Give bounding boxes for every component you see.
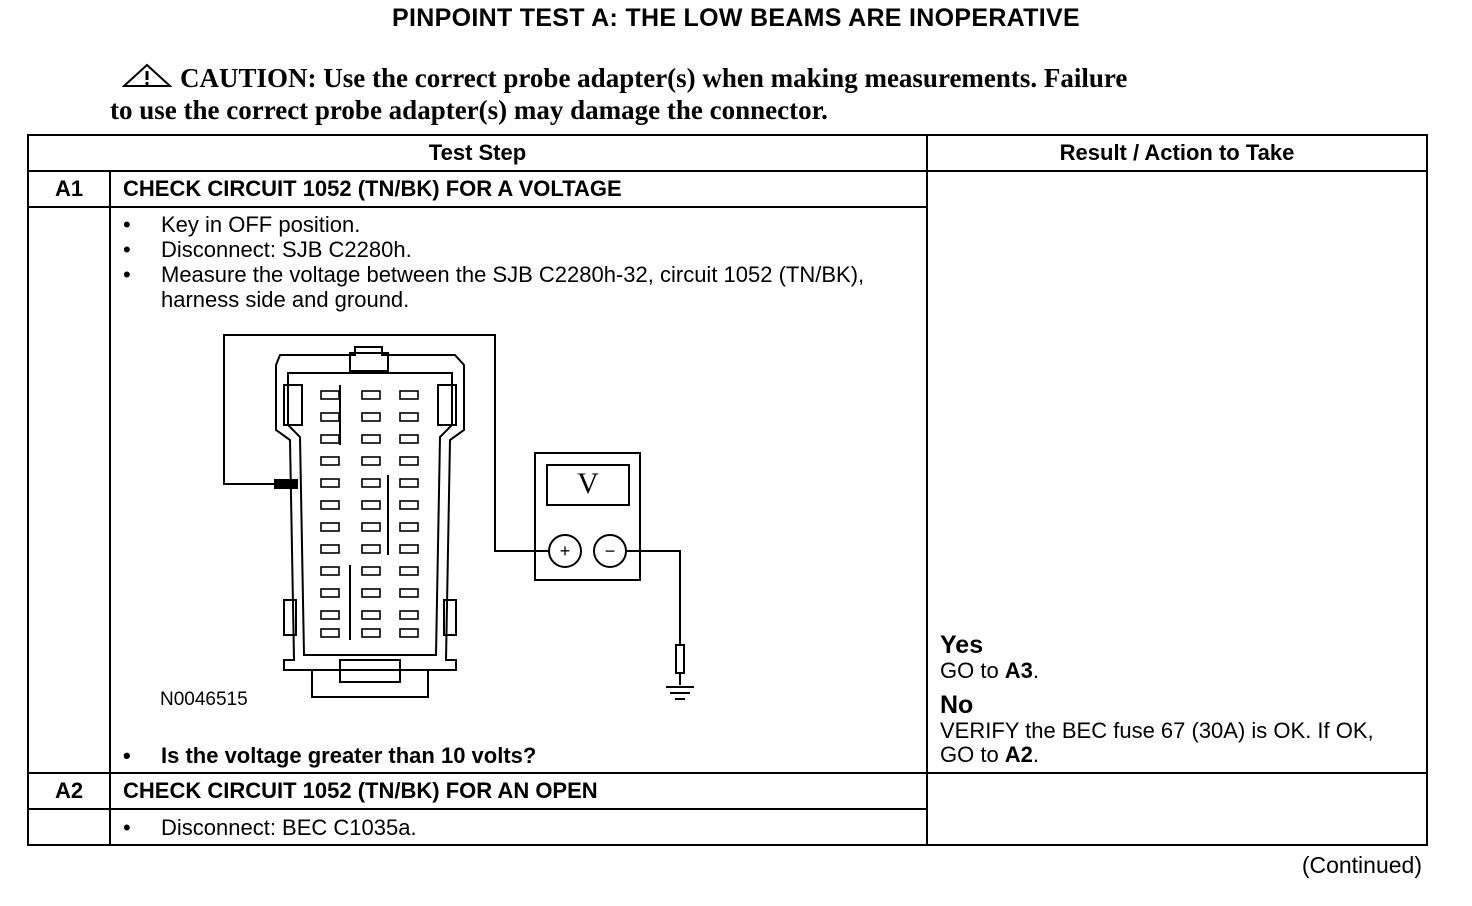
figure-id: N0046515 <box>160 689 248 710</box>
result-yes-ref[interactable]: A3 <box>1004 658 1033 683</box>
step-a1-heading: CHECK CIRCUIT 1052 (TN/BK) FOR A VOLTAGE <box>123 176 622 201</box>
column-divider <box>926 134 928 846</box>
step-a2-heading: CHECK CIRCUIT 1052 (TN/BK) FOR AN OPEN <box>123 778 598 803</box>
list-item: Disconnect: BEC C1035a. <box>115 815 885 840</box>
step-a2-id: A2 <box>54 778 84 803</box>
step-a1-question: Is the voltage greater than 10 volts? <box>115 743 885 768</box>
list-item: Disconnect: SJB C2280h. <box>115 237 885 262</box>
result-no-ref[interactable]: A2 <box>1004 742 1033 767</box>
table-border-top <box>27 134 1428 136</box>
meter-symbol: V <box>577 467 599 500</box>
caution-text-line1: Use the correct probe adapter(s) when ma… <box>323 63 1128 93</box>
warning-triangle-icon <box>121 63 173 87</box>
step-a2-instructions: Disconnect: BEC C1035a. <box>115 815 885 840</box>
table-border-left <box>27 134 29 846</box>
step-a1-instructions: Key in OFF position. Disconnect: SJB C22… <box>115 212 885 312</box>
a1-id-divider <box>109 170 111 208</box>
continued-note: (Continued) <box>1301 852 1422 878</box>
meter-plus-terminal: + <box>560 541 571 561</box>
result-no-label: No <box>940 691 974 719</box>
result-yes-action: GO to A3. <box>940 658 1040 683</box>
a1-heading-divider <box>27 206 927 208</box>
caution-text-line2: to use the correct probe adapter(s) may … <box>110 95 828 125</box>
result-yes-label: Yes <box>940 631 984 659</box>
header-divider <box>27 170 1428 172</box>
a2-id-divider <box>109 772 111 846</box>
page-title: PINPOINT TEST A: THE LOW BEAMS ARE INOPE… <box>392 4 1080 32</box>
caution-note: CAUTION: Use the correct probe adapter(s… <box>110 62 1370 126</box>
table-border-bottom <box>27 844 1428 846</box>
header-test-step: Test Step <box>428 140 527 165</box>
connector-voltage-diagram: V + − <box>223 334 694 700</box>
table-border-right <box>1426 134 1428 846</box>
caution-label: CAUTION: <box>180 63 317 93</box>
list-item: Measure the voltage between the SJB C228… <box>115 262 885 312</box>
step-a1-id: A1 <box>54 176 84 201</box>
a1-body-divider <box>109 206 111 774</box>
step-a1-results: Yes GO to A3. No VERIFY the BEC fuse 67 … <box>940 631 1410 767</box>
header-result: Result / Action to Take <box>1059 140 1295 165</box>
meter-minus-terminal: − <box>605 541 616 561</box>
result-no-action: VERIFY the BEC fuse 67 (30A) is OK. If O… <box>940 718 1374 767</box>
list-item: Is the voltage greater than 10 volts? <box>115 743 885 768</box>
a1-a2-divider <box>27 772 1428 774</box>
list-item: Key in OFF position. <box>115 212 885 237</box>
a2-heading-divider <box>27 808 927 810</box>
